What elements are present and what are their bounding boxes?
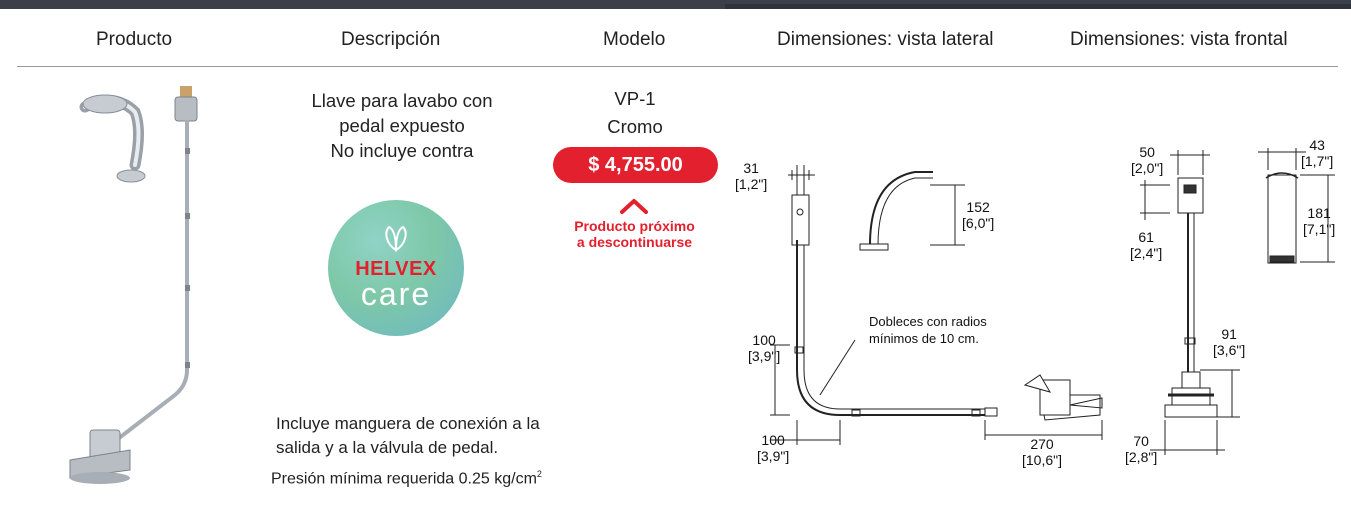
dim-inches: [1,7"] [1301, 153, 1334, 169]
dim-value: 100 [761, 432, 785, 448]
description-line-2: pedal expuesto [339, 115, 465, 136]
front-dim-181: 181[7,1"] [1303, 205, 1335, 237]
includes-line-1: Incluye manguera de conexión a la [276, 414, 540, 433]
header-front-view: Dimensiones: vista frontal [1070, 29, 1288, 50]
price-badge: $ 4,755.00 [553, 147, 718, 183]
dim-inches: [7,1"] [1303, 221, 1336, 237]
dim-inches: [2,0"] [1131, 160, 1164, 176]
model-code: VP-1 [614, 88, 656, 109]
front-dim-50: 50[2,0"] [1131, 144, 1163, 176]
top-bar-accent [725, 4, 1351, 9]
notice-line-2: a descontinuarse [576, 234, 693, 250]
dim-value: 100 [752, 332, 776, 348]
header-product: Producto [96, 29, 173, 50]
header-divider [17, 66, 1338, 67]
model-finish: Cromo [607, 116, 663, 137]
dim-value: 181 [1307, 205, 1331, 221]
front-dim-61: 61[2,4"] [1130, 229, 1162, 261]
logo-brand: HELVEX [355, 258, 437, 280]
notice-line-1: Producto próximo [574, 218, 695, 234]
dim-value: 270 [1030, 436, 1054, 452]
dim-value: 43 [1309, 137, 1325, 153]
dim-inches: [3,9"] [748, 348, 781, 364]
top-bar [0, 0, 1351, 9]
dim-value: 50 [1139, 144, 1155, 160]
side-dim-152: 152[6,0"] [962, 199, 994, 231]
pressure-unit-sup: 2 [536, 469, 542, 479]
side-view-drawing [770, 165, 1103, 445]
bend-note-line-2: mínimos de 10 cm. [869, 331, 979, 346]
header-model: Modelo [603, 29, 666, 50]
side-dim-270: 270[10,6"] [1022, 436, 1062, 468]
leaf-icon [385, 225, 407, 252]
logo-sub: care [360, 276, 432, 312]
helvex-care-logo: HELVEX care [328, 200, 464, 336]
includes-text: Incluye manguera de conexión a la salida… [276, 412, 540, 460]
dim-inches: [3,6"] [1213, 342, 1246, 358]
dim-inches: [6,0"] [962, 215, 995, 231]
side-dim-100-horizontal: 100[3,9"] [757, 432, 789, 464]
dim-value: 91 [1221, 326, 1237, 342]
front-dim-43: 43[1,7"] [1301, 137, 1333, 169]
product-photo [69, 86, 198, 484]
dim-value: 70 [1133, 433, 1149, 449]
header-side-view: Dimensiones: vista lateral [777, 29, 994, 50]
dim-value: 31 [743, 160, 759, 176]
bend-note: Dobleces con radios mínimos de 10 cm. [869, 313, 987, 347]
dim-inches: [2,4"] [1130, 245, 1163, 261]
caret-up-icon [620, 199, 648, 214]
header-description: Descripción [341, 29, 441, 50]
description-line-3: No incluye contra [330, 140, 474, 161]
dim-inches: [2,8"] [1125, 449, 1158, 465]
front-dim-70: 70[2,8"] [1125, 433, 1157, 465]
pressure-text: Presión mínima requerida 0.25 kg/cm2 [271, 469, 542, 488]
discontinued-notice: Producto próximo a descontinuarse [557, 218, 712, 250]
description-line-1: Llave para lavabo con [311, 90, 493, 111]
dim-value: 152 [966, 199, 990, 215]
bend-note-line-1: Dobleces con radios [869, 314, 987, 329]
includes-line-2: salida y a la válvula de pedal. [276, 438, 499, 457]
side-dim-100-vertical: 100[3,9"] [748, 332, 780, 364]
side-dim-31: 31[1,2"] [735, 160, 767, 192]
dim-inches: [3,9"] [757, 448, 790, 464]
dim-inches: [1,2"] [735, 176, 768, 192]
dim-value: 61 [1138, 229, 1154, 245]
pressure-value: Presión mínima requerida 0.25 kg/cm [271, 470, 537, 488]
dim-inches: [10,6"] [1022, 452, 1062, 468]
front-view-drawing [1140, 148, 1335, 455]
front-dim-91: 91[3,6"] [1213, 326, 1245, 358]
